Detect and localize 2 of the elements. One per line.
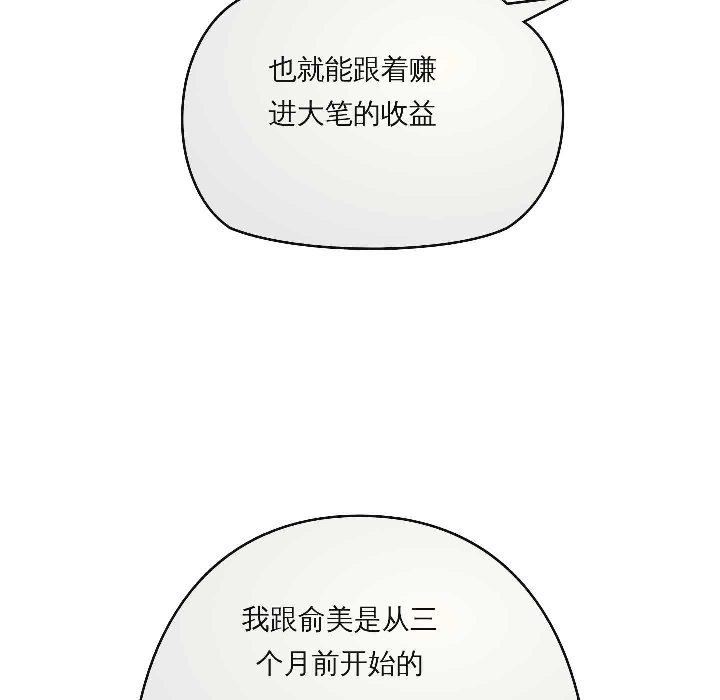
dialogue-text: 也就能跟着赚进大笔的收益 bbox=[268, 52, 438, 132]
dialogue-text: 我跟俞美是从三个月前开始的 bbox=[241, 602, 439, 682]
